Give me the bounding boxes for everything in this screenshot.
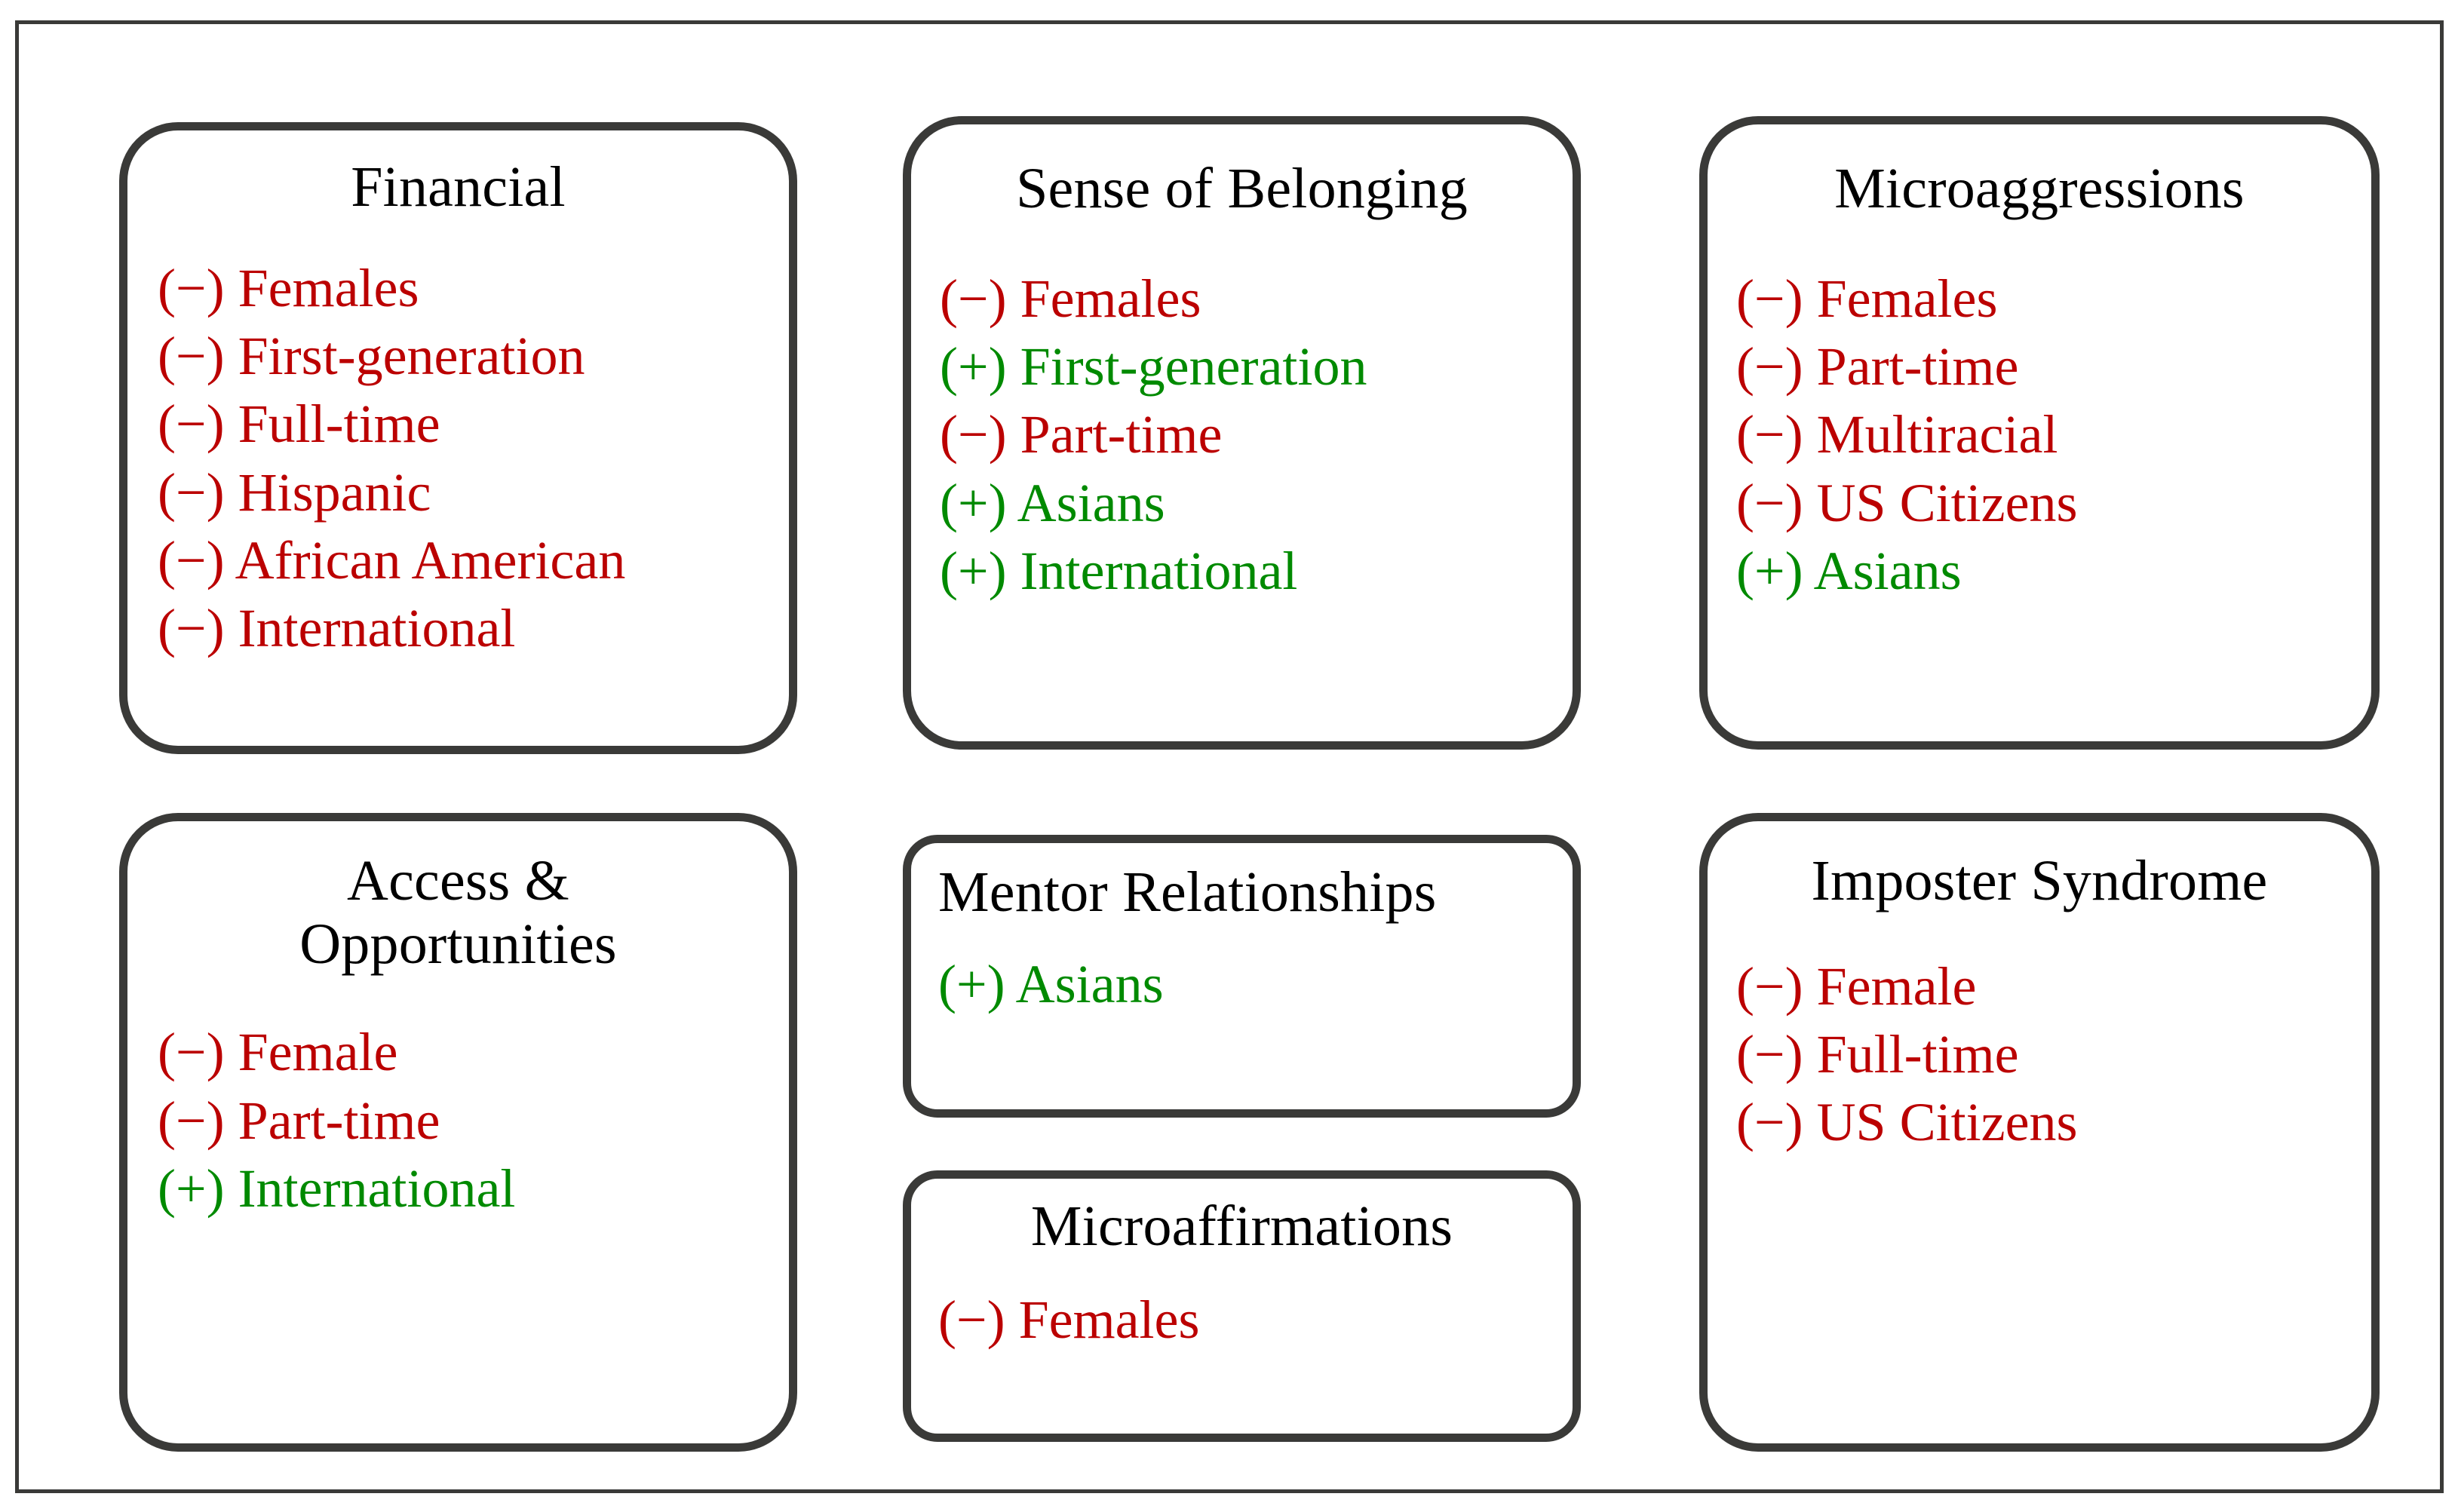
sign-glyph: (+) xyxy=(158,1158,225,1219)
sign-glyph: (−) xyxy=(1736,336,1803,397)
sign-glyph: (−) xyxy=(158,325,225,386)
finding-item: (−) Females xyxy=(938,1286,1573,1354)
finding-list-access-and-opportunities: (−) Female (−) Part-time (+) Internation… xyxy=(127,1018,789,1222)
finding-list-imposter-syndrome: (−) Female (−) Full-time (−) US Citizens xyxy=(1708,952,2371,1157)
sign-glyph: (−) xyxy=(1736,1092,1803,1153)
finding-item: (−) African American xyxy=(158,526,789,594)
finding-label: Female xyxy=(1816,955,1977,1017)
sign-glyph: (−) xyxy=(158,530,225,591)
finding-label: African American xyxy=(235,530,626,591)
category-box-financial: Financial (−) Females (−) First-generati… xyxy=(119,122,797,754)
sign-glyph: (−) xyxy=(158,1022,225,1083)
finding-label: Females xyxy=(1018,1289,1200,1350)
finding-label: Part-time xyxy=(1020,404,1223,465)
finding-label: International xyxy=(1020,541,1298,602)
finding-item: (−) Part-time xyxy=(1736,333,2371,400)
finding-label: International xyxy=(238,598,516,659)
finding-item: (−) Full-time xyxy=(1736,1020,2371,1088)
finding-item: (−) First-generation xyxy=(158,322,789,390)
finding-item: (−) Female xyxy=(158,1018,789,1086)
finding-item: (−) Females xyxy=(940,265,1573,333)
finding-label: Multiracial xyxy=(1816,404,2058,465)
finding-label: Females xyxy=(1816,268,1998,329)
sign-glyph: (−) xyxy=(158,598,225,659)
sign-glyph: (−) xyxy=(940,404,1007,465)
finding-item: (+) Asians xyxy=(940,469,1573,537)
finding-label: Full-time xyxy=(1816,1023,2019,1084)
finding-item: (−) Female xyxy=(1736,952,2371,1020)
sign-glyph: (−) xyxy=(158,257,225,318)
box-title-microaggressions: Microaggressions xyxy=(1834,157,2245,220)
box-title-imposter-syndrome: Imposter Syndrome xyxy=(1811,849,2268,912)
box-title-access-and-opportunities: Access & Opportunities xyxy=(299,849,617,976)
sign-glyph: (−) xyxy=(158,394,225,455)
box-title-mentor-relationships: Mentor Relationships xyxy=(938,860,1437,924)
finding-item: (−) Part-time xyxy=(940,400,1573,468)
finding-item: (−) US Citizens xyxy=(1736,469,2371,537)
sign-glyph: (+) xyxy=(940,541,1007,602)
finding-list-microaggressions: (−) Females (−) Part-time (−) Multiracia… xyxy=(1708,265,2371,606)
finding-label: First-generation xyxy=(1020,336,1367,397)
finding-label: Female xyxy=(238,1022,398,1083)
finding-label: Part-time xyxy=(1816,336,2019,397)
finding-label: Asians xyxy=(1813,541,1962,602)
category-box-microaffirmations: Microaffirmations (−) Females xyxy=(903,1170,1581,1442)
finding-label: Females xyxy=(1020,268,1201,329)
category-box-sense-of-belonging: Sense of Belonging (−) Females (+) First… xyxy=(903,116,1581,750)
finding-item: (−) Full-time xyxy=(158,390,789,458)
finding-item: (−) Part-time xyxy=(158,1087,789,1155)
category-box-microaggressions: Microaggressions (−) Females (−) Part-ti… xyxy=(1699,116,2380,750)
finding-item: (+) International xyxy=(158,1155,789,1222)
sign-glyph: (−) xyxy=(1736,472,1803,533)
box-title-sense-of-belonging: Sense of Belonging xyxy=(1016,157,1468,220)
category-box-imposter-syndrome: Imposter Syndrome (−) Female (−) Full-ti… xyxy=(1699,813,2380,1452)
finding-label: First-generation xyxy=(238,325,585,386)
finding-list-financial: (−) Females (−) First-generation (−) Ful… xyxy=(127,254,789,663)
sign-glyph: (−) xyxy=(1736,1023,1803,1084)
finding-label: US Citizens xyxy=(1816,1092,2078,1153)
category-box-access-and-opportunities: Access & Opportunities (−) Female (−) Pa… xyxy=(119,813,797,1452)
finding-label: Asians xyxy=(1015,953,1164,1014)
finding-item: (−) Females xyxy=(1736,265,2371,333)
finding-label: International xyxy=(238,1158,516,1219)
sign-glyph: (+) xyxy=(1736,541,1803,602)
finding-item: (−) International xyxy=(158,594,789,662)
sign-glyph: (−) xyxy=(1736,268,1803,329)
sign-glyph: (+) xyxy=(938,953,1005,1014)
sign-glyph: (−) xyxy=(158,462,225,523)
finding-item: (+) First-generation xyxy=(940,333,1573,400)
category-box-mentor-relationships: Mentor Relationships (+) Asians xyxy=(903,835,1581,1118)
finding-label: Full-time xyxy=(238,394,440,455)
finding-list-mentor-relationships: (+) Asians xyxy=(911,950,1573,1018)
sign-glyph: (−) xyxy=(938,1289,1005,1350)
finding-item: (+) International xyxy=(940,537,1573,605)
sign-glyph: (−) xyxy=(940,268,1007,329)
finding-label: Females xyxy=(238,257,419,318)
box-title-microaffirmations: Microaffirmations xyxy=(1030,1195,1453,1258)
sign-glyph: (+) xyxy=(940,472,1007,533)
finding-item: (−) Females xyxy=(158,254,789,322)
outer-frame-border: Financial (−) Females (−) First-generati… xyxy=(15,20,2444,1493)
box-title-financial: Financial xyxy=(351,155,566,219)
finding-item: (−) Hispanic xyxy=(158,459,789,526)
finding-item: (+) Asians xyxy=(938,950,1573,1018)
finding-item: (+) Asians xyxy=(1736,537,2371,605)
finding-label: Part-time xyxy=(238,1090,440,1151)
finding-label: Asians xyxy=(1017,472,1165,533)
sign-glyph: (−) xyxy=(158,1090,225,1151)
finding-list-sense-of-belonging: (−) Females (+) First-generation (−) Par… xyxy=(911,265,1573,606)
finding-label: Hispanic xyxy=(238,462,431,523)
finding-item: (−) Multiracial xyxy=(1736,400,2371,468)
sign-glyph: (−) xyxy=(1736,955,1803,1017)
sign-glyph: (+) xyxy=(940,336,1007,397)
finding-list-microaffirmations: (−) Females xyxy=(911,1286,1573,1354)
finding-label: US Citizens xyxy=(1816,472,2078,533)
finding-item: (−) US Citizens xyxy=(1736,1088,2371,1156)
sign-glyph: (−) xyxy=(1736,404,1803,465)
